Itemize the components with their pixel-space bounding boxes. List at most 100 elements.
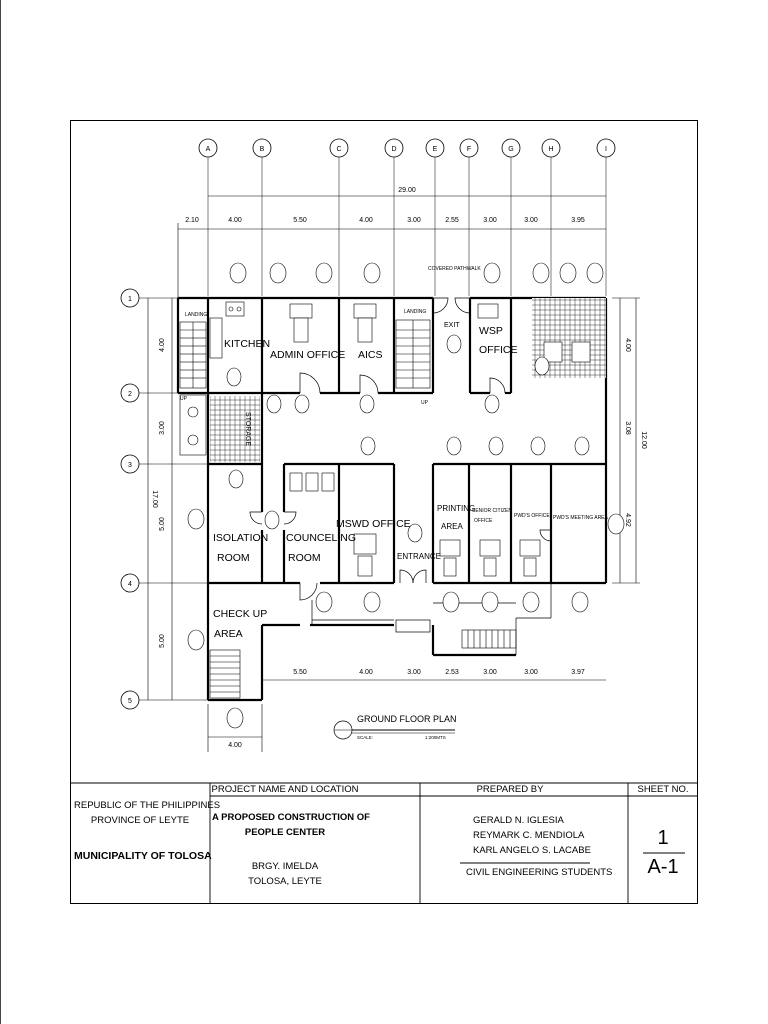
drawing-sheet-border bbox=[70, 120, 698, 904]
svg-text:1: 1 bbox=[128, 296, 132, 303]
project-name-line2: PEOPLE CENTER bbox=[244, 827, 326, 838]
stair-left bbox=[179, 321, 207, 389]
plan-title-block: GROUND FLOOR PLAN SCALE: 1:200MTS bbox=[333, 714, 457, 740]
toilet-fixture bbox=[187, 406, 199, 418]
grid-label-i: I bbox=[605, 146, 607, 153]
scale-label: SCALE: bbox=[357, 735, 373, 740]
dim-string-bottom: 5.50 4.00 3.00 2.53 3.00 3.00 3.97 4.00 bbox=[207, 669, 606, 752]
dim-string-right: 4.00 3.08 4.92 12.00 bbox=[612, 297, 647, 584]
room-wsp-office: OFFICE bbox=[479, 344, 518, 356]
svg-text:4.00: 4.00 bbox=[359, 669, 373, 676]
svg-text:3: 3 bbox=[128, 462, 132, 469]
dim-overall-top: 29.00 bbox=[208, 187, 606, 197]
grid-bubbles-left: 1 2 3 4 5 bbox=[120, 288, 140, 710]
svg-text:3.00: 3.00 bbox=[524, 217, 538, 224]
svg-text:5.00: 5.00 bbox=[159, 517, 166, 531]
room-counceling-2: ROOM bbox=[288, 552, 321, 564]
room-check-up-2: AREA bbox=[214, 628, 243, 640]
republic-label: REPUBLIC OF THE PHILIPPINES bbox=[74, 800, 221, 811]
sheet-code: A-1 bbox=[647, 856, 679, 878]
storage-tile-area bbox=[210, 396, 260, 462]
svg-text:17.00: 17.00 bbox=[151, 490, 158, 508]
room-pwd-meeting-area: PWD'S MEETING AREA bbox=[553, 515, 609, 521]
preparers-role: CIVIL ENGINEERING STUDENTS bbox=[466, 867, 613, 878]
svg-text:3.08: 3.08 bbox=[624, 421, 631, 435]
ramp-steps bbox=[461, 629, 517, 649]
room-admin-office: ADMIN OFFICE bbox=[270, 349, 345, 361]
room-isolation-2: ROOM bbox=[217, 552, 250, 564]
room-printing-2: AREA bbox=[441, 522, 463, 531]
grid-bubble-i: I bbox=[596, 138, 616, 158]
preparer-name: GERALD N. IGLESIA bbox=[473, 815, 564, 826]
furniture bbox=[209, 301, 541, 577]
stair-middle bbox=[395, 319, 431, 389]
entrance-label: ENTRANCE bbox=[397, 552, 441, 561]
svg-text:5.00: 5.00 bbox=[159, 634, 166, 648]
room-aics: AICS bbox=[358, 349, 383, 361]
preparer-name: REYMARK C. MENDIOLA bbox=[473, 830, 585, 841]
restroom-cubicle bbox=[571, 341, 591, 363]
dim-string-top: 2.10 4.00 5.50 4.00 3.00 2.55 3.00 3.00 … bbox=[177, 217, 606, 300]
svg-text:2.53: 2.53 bbox=[445, 669, 459, 676]
room-senior-citizen-2: OFFICE bbox=[474, 518, 493, 524]
room-counceling: COUNCELING bbox=[286, 532, 356, 544]
province-label: PROVINCE OF LEYTE bbox=[90, 815, 190, 826]
svg-text:4.00: 4.00 bbox=[228, 217, 242, 224]
room-storage: STORAGE bbox=[244, 412, 251, 446]
up-label-middle: UP bbox=[421, 400, 429, 406]
window-tags bbox=[187, 262, 625, 729]
toilet-fixture bbox=[187, 434, 199, 446]
svg-text:2: 2 bbox=[128, 391, 132, 398]
svg-text:2.55: 2.55 bbox=[445, 217, 459, 224]
page-edge-line bbox=[0, 0, 1, 1024]
svg-text:4.92: 4.92 bbox=[624, 513, 631, 527]
svg-text:5.50: 5.50 bbox=[293, 217, 307, 224]
grid-label-b: B bbox=[260, 146, 265, 153]
landing-label-left: LANDING bbox=[185, 312, 207, 318]
room-kitchen: KITCHEN bbox=[224, 338, 270, 350]
grid-label-e: E bbox=[433, 146, 438, 153]
title-block-frame bbox=[70, 782, 698, 904]
svg-text:4.00: 4.00 bbox=[159, 338, 166, 352]
project-name-line1: A PROPOSED CONSTRUCTION OF bbox=[212, 812, 370, 823]
landing-label-middle: LANDING bbox=[404, 309, 426, 315]
covered-pathwalk-label: COVERED PATHWALK bbox=[428, 266, 481, 272]
svg-text:4: 4 bbox=[128, 581, 132, 588]
dim-string-left: 4.00 3.00 5.00 5.00 17.00 bbox=[147, 298, 173, 700]
svg-text:5.50: 5.50 bbox=[293, 669, 307, 676]
svg-text:2.10: 2.10 bbox=[185, 217, 199, 224]
svg-text:4.00: 4.00 bbox=[228, 742, 242, 749]
room-pwd-office: PWD'S OFFICE bbox=[514, 513, 550, 519]
grid-bubbles-top: A B C D E F G H I bbox=[198, 138, 616, 158]
room-mswd-office: MSWD OFFICE bbox=[336, 518, 411, 530]
svg-text:29.00: 29.00 bbox=[398, 187, 416, 194]
municipality-label: MUNICIPALITY OF TOLOSA bbox=[74, 850, 212, 862]
grid-leaders-top bbox=[207, 157, 607, 296]
svg-text:3.00: 3.00 bbox=[407, 217, 421, 224]
room-wsp: WSP bbox=[479, 325, 503, 337]
svg-text:3.00: 3.00 bbox=[483, 217, 497, 224]
sheet-no-header: SHEET NO. bbox=[637, 784, 689, 795]
grid-label-h: H bbox=[548, 146, 553, 153]
svg-text:3.00: 3.00 bbox=[483, 669, 497, 676]
grid-label-d: D bbox=[391, 146, 396, 153]
prepared-by-header: PREPARED BY bbox=[476, 784, 544, 795]
grid-label-c: C bbox=[336, 146, 341, 153]
stair-checkup bbox=[209, 649, 241, 699]
grid-bubble-4: 4 bbox=[120, 573, 140, 593]
doors bbox=[249, 297, 552, 601]
svg-text:3.00: 3.00 bbox=[524, 669, 538, 676]
svg-text:3.00: 3.00 bbox=[407, 669, 421, 676]
restroom-cubicle bbox=[543, 341, 563, 363]
door-tags bbox=[226, 334, 590, 543]
svg-text:12.00: 12.00 bbox=[640, 431, 647, 449]
svg-text:3.95: 3.95 bbox=[571, 217, 585, 224]
scale-value: 1:200MTS bbox=[425, 735, 446, 740]
svg-text:4.00: 4.00 bbox=[624, 338, 631, 352]
project-location-line2: TOLOSA, LEYTE bbox=[248, 876, 322, 887]
grid-label-a: A bbox=[206, 146, 211, 153]
room-printing: PRINTING bbox=[437, 504, 475, 513]
room-check-up: CHECK UP bbox=[213, 608, 267, 620]
grid-label-f: F bbox=[467, 146, 471, 153]
